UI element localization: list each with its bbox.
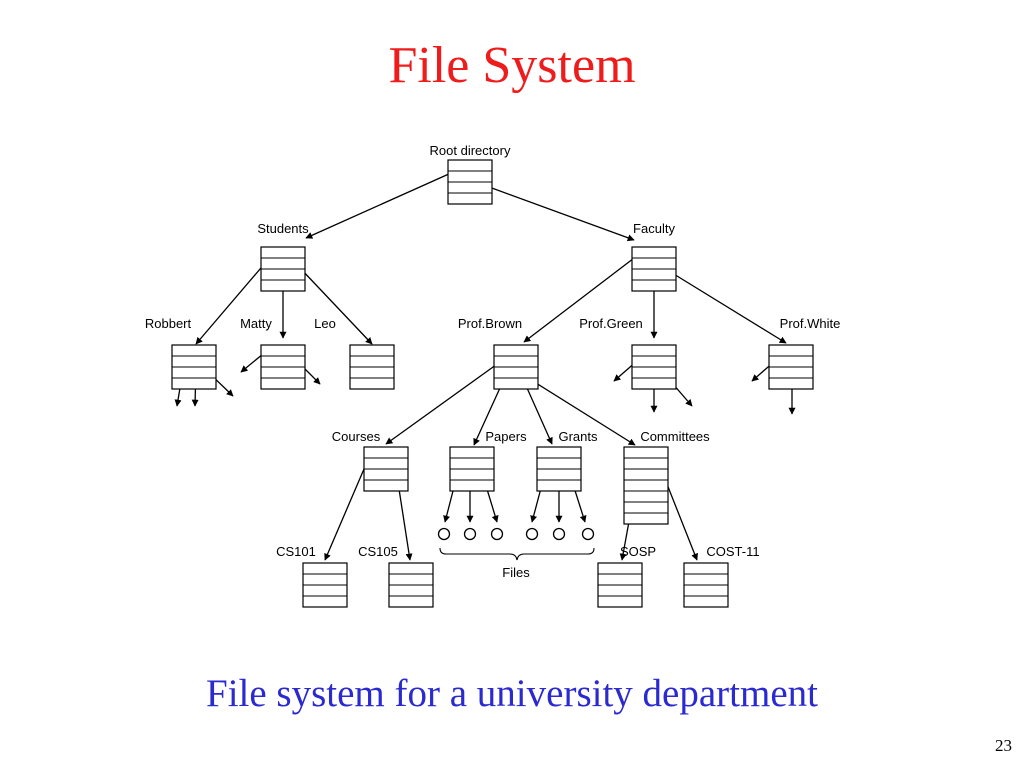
grants-label: Grants: [558, 429, 598, 444]
root-directory-label: Root directory: [430, 143, 511, 158]
cost-11-label: COST-11: [706, 544, 759, 559]
edge-faculty-prof-white: [663, 267, 787, 344]
matty-box: [260, 344, 306, 390]
files-brace: [439, 547, 595, 561]
courses-box: [363, 446, 409, 492]
robbert-box: [171, 344, 217, 390]
faculty-label: Faculty: [633, 221, 675, 236]
prof-green-box: [631, 344, 677, 390]
cs105-box: [388, 562, 434, 608]
sosp-label: SOSP: [620, 544, 656, 559]
prof-white-box: [768, 344, 814, 390]
edge-prof-brown-committees: [527, 377, 636, 446]
cs101-label: CS101: [276, 544, 316, 559]
files-label: Files: [502, 565, 530, 580]
robbert-label: Robbert: [145, 316, 192, 331]
edge-matty-a: [240, 353, 264, 373]
slide-caption: File system for a university department: [206, 672, 818, 715]
prof-white-label: Prof.White: [780, 316, 841, 331]
leo-box: [349, 344, 395, 390]
students-label: Students: [257, 221, 309, 236]
faculty-box: [631, 246, 677, 292]
sosp-box: [597, 562, 643, 608]
file-circle-6: [581, 527, 595, 541]
file-circles: [437, 527, 595, 541]
edge-prof-brown-courses: [385, 361, 501, 445]
file-circle-5: [552, 527, 566, 541]
slide-title: File System: [388, 37, 636, 94]
prof-brown-box: [493, 344, 539, 390]
courses-label: Courses: [332, 429, 381, 444]
file-circle-3: [490, 527, 504, 541]
prof-brown-label: Prof.Brown: [458, 316, 522, 331]
grants-box: [536, 446, 582, 492]
page-number: 23: [995, 736, 1012, 755]
file-circle-2: [463, 527, 477, 541]
cost-11-box: [683, 562, 729, 608]
students-box: [260, 246, 306, 292]
cs105-label: CS105: [358, 544, 398, 559]
edge-students-leo: [299, 267, 373, 345]
file-circle-4: [525, 527, 539, 541]
edge-root-faculty: [469, 179, 635, 242]
cs101-box: [302, 562, 348, 608]
leo-label: Leo: [314, 316, 336, 331]
edge-students-robbert: [195, 254, 273, 345]
matty-label: Matty: [240, 316, 272, 331]
committees-box: [623, 446, 669, 525]
root-directory-box: [447, 159, 493, 205]
edge-courses-cs101: [324, 454, 371, 561]
committees-label: Committees: [640, 429, 710, 444]
prof-green-label: Prof.Green: [579, 316, 643, 331]
edge-root-students: [305, 168, 461, 239]
directory-boxes: [171, 159, 814, 608]
papers-box: [449, 446, 495, 492]
papers-label: Papers: [485, 429, 527, 444]
edge-faculty-prof-brown: [523, 251, 643, 343]
file-circle-1: [437, 527, 451, 541]
